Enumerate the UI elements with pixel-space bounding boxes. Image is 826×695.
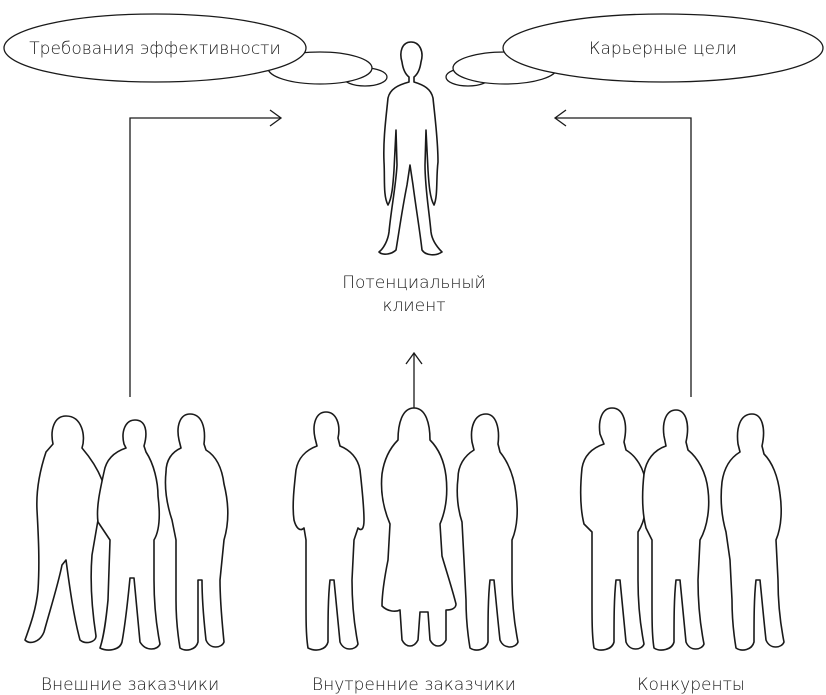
external-customers-group xyxy=(24,413,229,651)
goal-left-label: Требования эффективности xyxy=(29,39,280,59)
competitors-group xyxy=(579,407,785,651)
goal-right-label: Карьерные цели xyxy=(589,39,737,59)
center-label-line2: клиент xyxy=(382,296,445,316)
group-right-label: Конкуренты xyxy=(637,675,745,695)
left-arrow xyxy=(129,109,283,397)
potential-client-figure xyxy=(378,41,443,256)
center-label-line1: Потенциальный xyxy=(342,273,485,293)
internal-customers-group xyxy=(292,407,519,651)
right-thought-bubble xyxy=(445,13,824,87)
group-center-label: Внутренние заказчики xyxy=(312,675,516,695)
right-arrow xyxy=(553,109,692,397)
left-thought-bubble xyxy=(3,13,388,87)
group-left-label: Внешние заказчики xyxy=(41,675,219,695)
